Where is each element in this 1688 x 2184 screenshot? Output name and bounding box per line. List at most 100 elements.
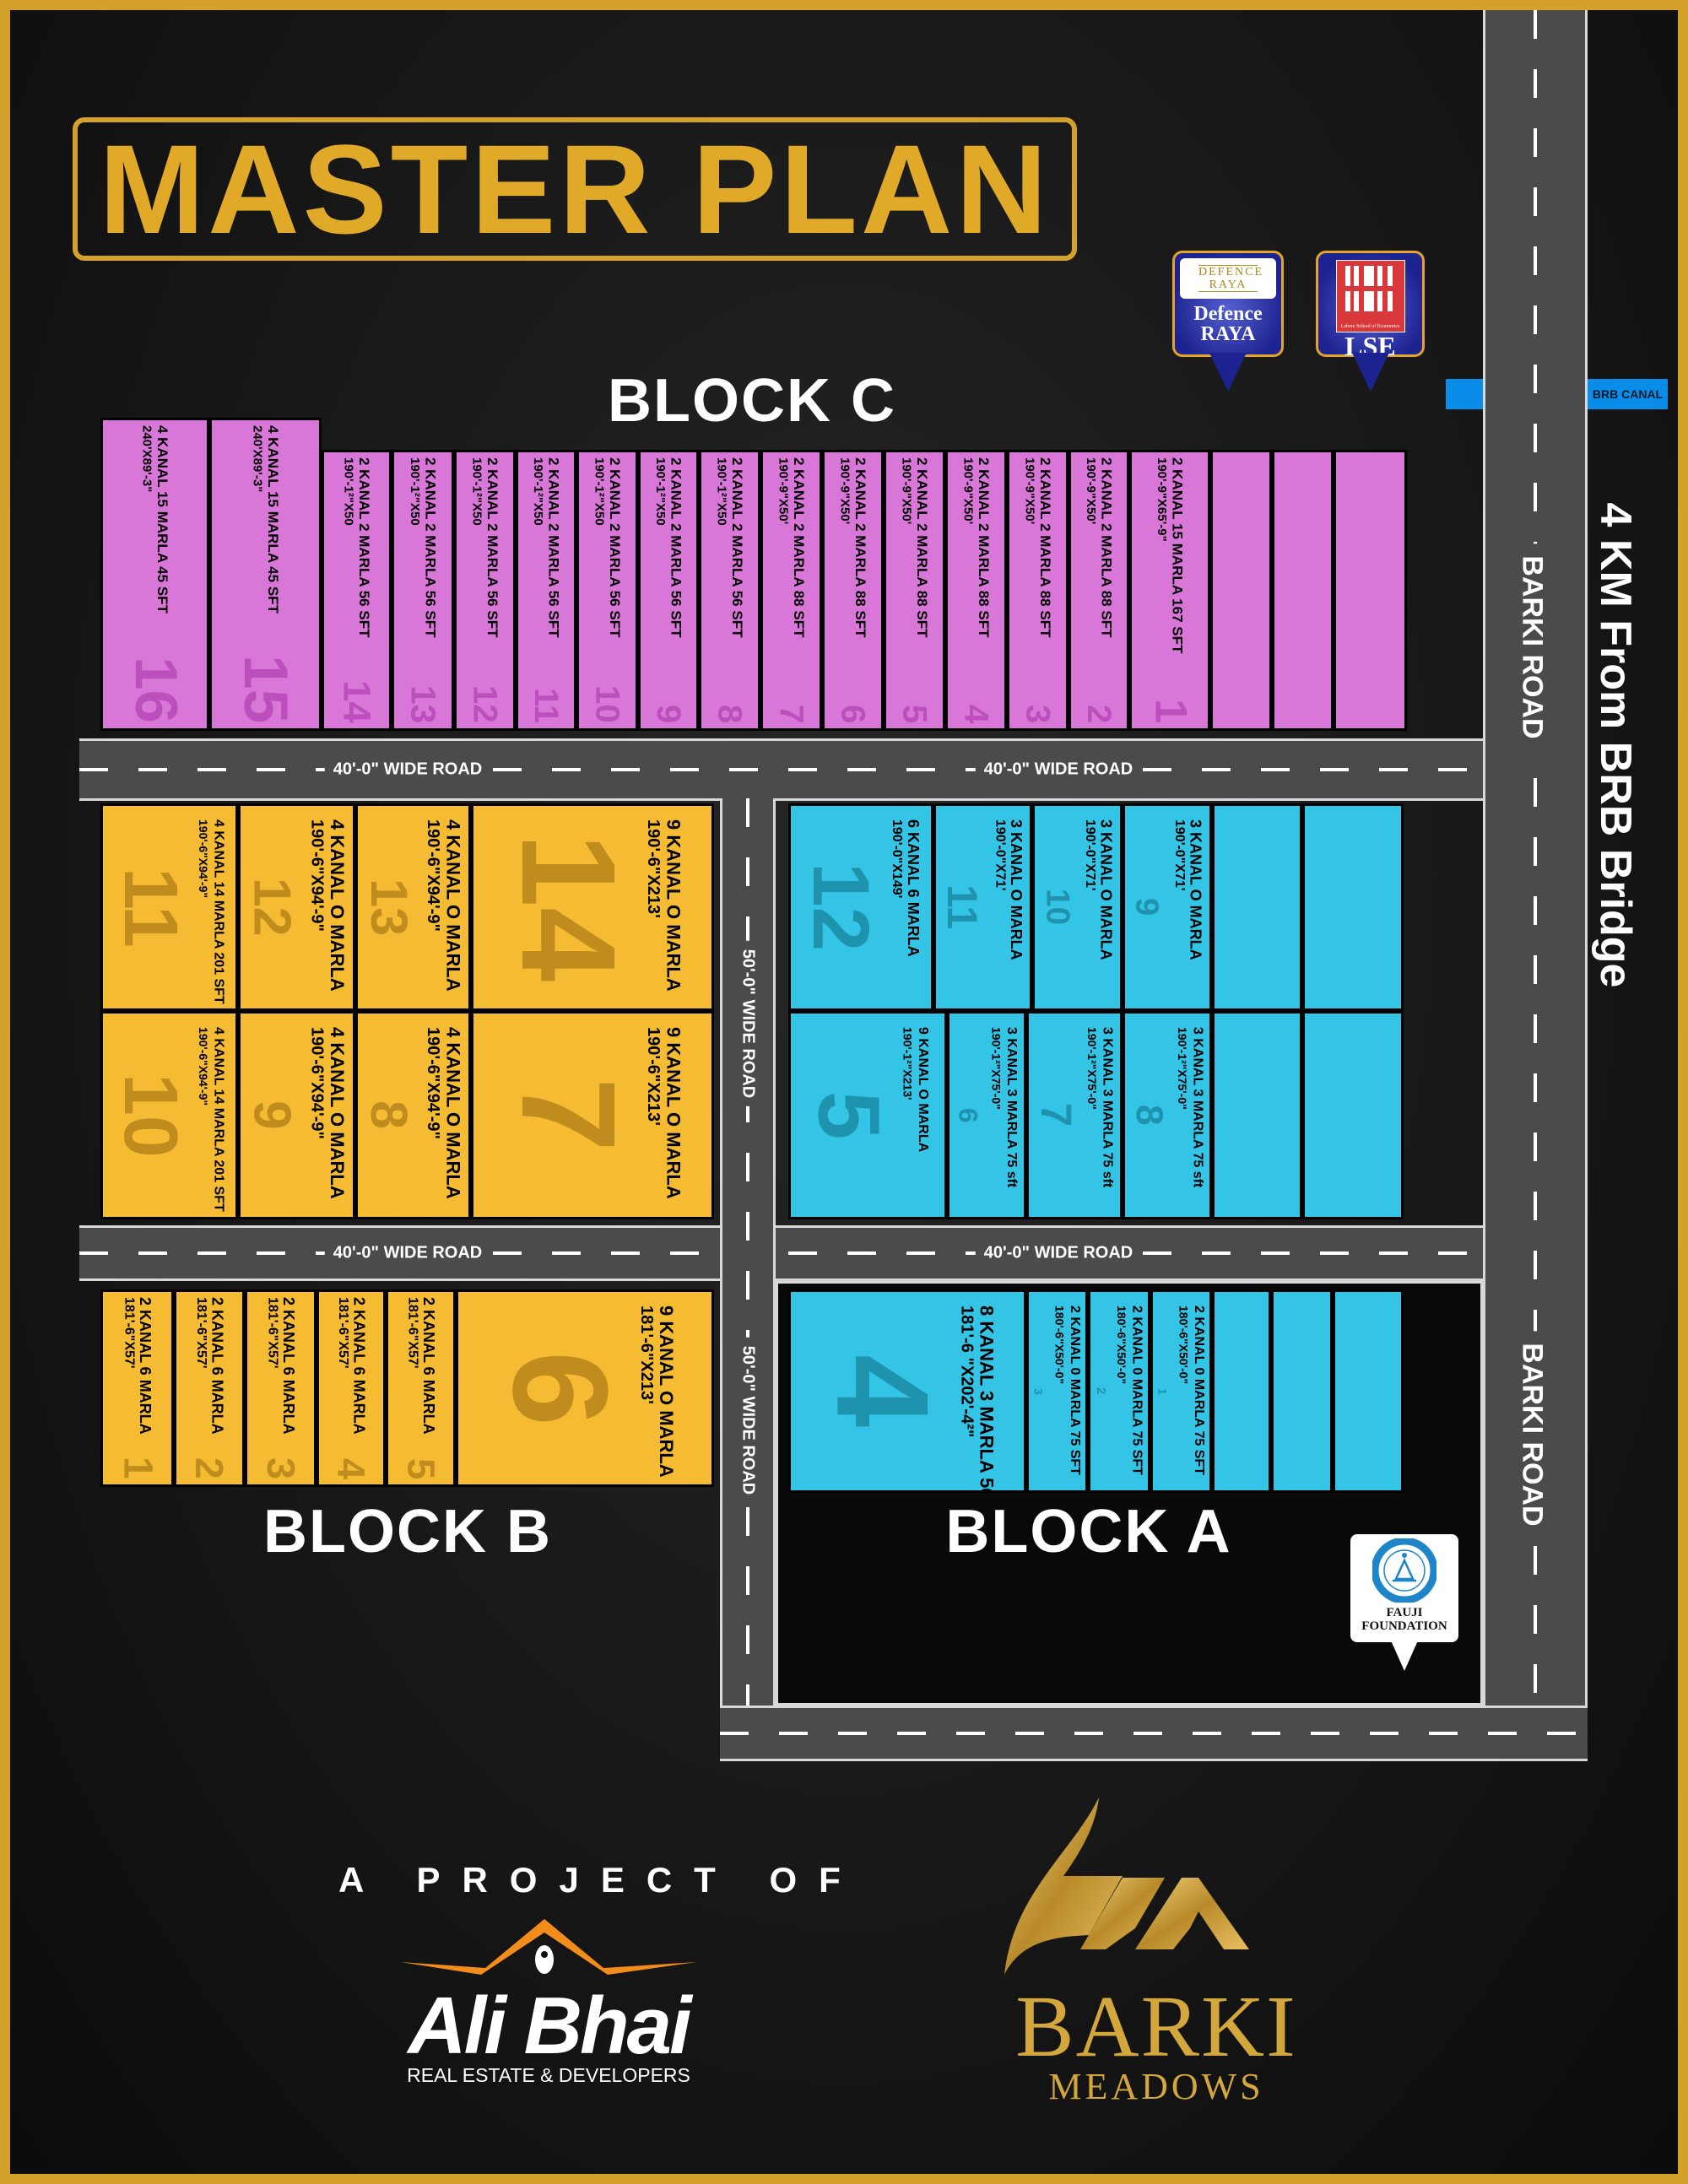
plot-empty[interactable]: [1272, 450, 1334, 731]
page-title: MASTER PLAN: [99, 118, 1051, 260]
roof-icon: [401, 1919, 696, 1975]
plot-number: 5: [895, 704, 934, 723]
plot-size: 2 KANAL 2 MARLA 88 SFT: [1098, 457, 1115, 638]
plot-size: 3 KANAL O MARLA: [1187, 819, 1204, 960]
plot-number: 1: [1155, 1387, 1170, 1395]
lse-pin[interactable]: Lahore School of Economics LSE: [1316, 251, 1425, 392]
plot-number: 6: [484, 1350, 636, 1426]
plot-number: 12: [242, 878, 302, 937]
plot-number: 4: [957, 704, 996, 723]
plot-empty[interactable]: [1334, 450, 1407, 731]
plot-dimensions: 190'-1²"X75'-0": [989, 1027, 1004, 1110]
plot-dimensions: 190'-6"X94'-9": [424, 819, 443, 932]
lse-bars-icon: [1344, 266, 1393, 311]
plot-empty[interactable]: [1302, 1011, 1404, 1219]
plot-number: 3: [1031, 1387, 1046, 1395]
plot-size: 4 KANAL 15 MARLA 45 SFT: [264, 425, 281, 614]
plot-empty[interactable]: [1210, 450, 1272, 731]
plot-dimensions: 190'-0"X71': [1172, 819, 1187, 891]
plot-dimensions: 190'-9"X50': [776, 457, 791, 525]
plot-number: 2: [1080, 704, 1117, 723]
plot-empty[interactable]: [1212, 1011, 1302, 1219]
plot-empty[interactable]: [1212, 803, 1302, 1011]
plot-size: 2 KANAL 0 MARLA 75 SFT: [1191, 1306, 1206, 1475]
plot-size: 2 KANAL 2 MARLA 56 SFT: [545, 457, 562, 638]
plot-number: 6: [953, 1107, 984, 1123]
plot-number: 7: [494, 1078, 644, 1153]
plot-dimensions: 190'-1²"X75'-0": [1085, 1027, 1100, 1110]
plot-number: 12: [795, 862, 885, 952]
plot-size: 2 KANAL 6 MARLA: [350, 1297, 368, 1435]
plot-empty[interactable]: [1271, 1289, 1333, 1493]
plot-dimensions: 190'-9"X50': [837, 457, 852, 525]
plot-empty[interactable]: [1212, 1289, 1271, 1493]
plot-number: 4: [329, 1457, 373, 1479]
plot-dimensions: 190'-9"X50': [960, 457, 976, 525]
plot-number: 1: [115, 1457, 160, 1479]
plot-number: 16: [122, 657, 189, 723]
plot-size: 2 KANAL 0 MARLA 75 SFT: [1067, 1306, 1082, 1475]
plot-number: 9: [242, 1100, 302, 1130]
defence-raya-logo: DEFENCE RAYA: [1180, 258, 1276, 299]
plot-number: 2: [187, 1457, 232, 1479]
plot-empty[interactable]: [1333, 1289, 1404, 1493]
block-b-label: BLOCK B: [263, 1498, 552, 1565]
plot-number: 9: [1128, 898, 1166, 916]
flame-house-icon: [1004, 1797, 1249, 1975]
plot-size: 6 KANAL 6 MARLA: [904, 819, 922, 957]
plot-size: 9 KANAL O MARLA: [656, 1306, 678, 1478]
plot-size: 4 KANAL O MARLA: [442, 1027, 464, 1199]
plot-number: 5: [399, 1457, 443, 1479]
plot-dimensions: 190'-1²"X50: [469, 457, 484, 526]
plot-empty[interactable]: [1302, 803, 1404, 1011]
plot-size: 9 KANAL O MARLA: [915, 1027, 930, 1153]
developer-tagline: REAL ESTATE & DEVELOPERS: [407, 2064, 690, 2087]
pin-tail: [1209, 353, 1247, 392]
plot-number: 8: [1128, 1105, 1170, 1126]
